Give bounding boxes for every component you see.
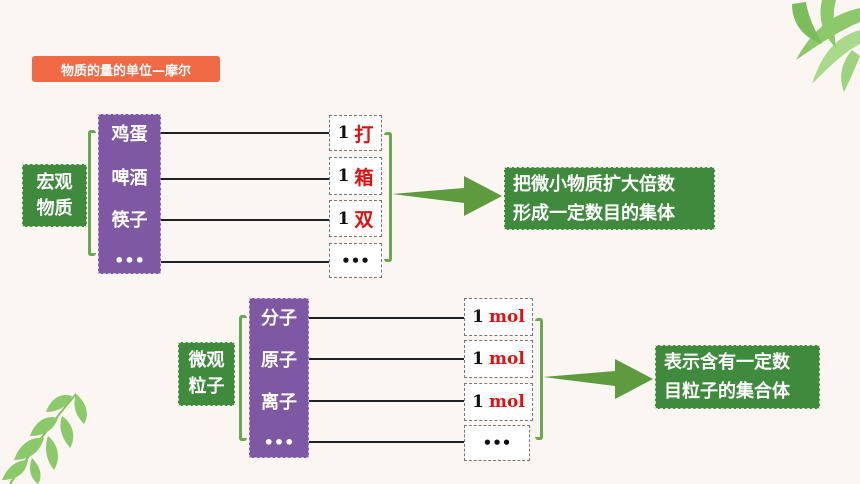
- macro-result-line: 形成一定数目的集体: [513, 203, 675, 224]
- macro-item: 筷子: [111, 210, 148, 231]
- micro-result-line: 表示含有一定数: [664, 352, 790, 373]
- micro-result-box: 表示含有一定数 目粒子的集合体: [655, 345, 820, 409]
- macro-arrow: [392, 176, 502, 216]
- macro-result-box: 把微小物质扩大倍数 形成一定数目的集体: [504, 167, 715, 230]
- macro-label-line: 宏观: [36, 171, 73, 193]
- macro-items-column: 鸡蛋 啤酒 筷子 •••: [98, 114, 161, 274]
- micro-right-bracket: [535, 318, 543, 440]
- micro-unit-box: •••: [464, 425, 530, 461]
- micro-arrow: [543, 359, 653, 399]
- micro-item: •••: [263, 433, 295, 452]
- micro-label-line: 微观: [188, 350, 225, 371]
- macro-item: 鸡蛋: [111, 124, 148, 145]
- micro-items-column: 分子 原子 离子 •••: [249, 298, 309, 458]
- micro-left-bracket: [239, 315, 247, 441]
- micro-item: 分子: [261, 308, 297, 329]
- micro-item: 离子: [261, 392, 297, 413]
- connector-line: [161, 178, 329, 180]
- macro-right-bracket: [384, 132, 392, 262]
- connector-line: [309, 358, 464, 360]
- connector-line: [161, 132, 329, 134]
- micro-label-box: 微观 粒子: [178, 342, 235, 406]
- macro-result-line: 把微小物质扩大倍数: [513, 174, 675, 195]
- micro-item: 原子: [261, 350, 297, 371]
- connector-line: [309, 441, 464, 443]
- macro-left-bracket: [88, 130, 96, 256]
- macro-item: 啤酒: [111, 168, 148, 189]
- micro-label-line: 粒子: [188, 376, 225, 397]
- connector-line: [309, 400, 464, 402]
- connector-line: [309, 317, 464, 319]
- micro-result-line: 目粒子的集合体: [664, 381, 790, 402]
- title-badge: 物质的量的单位—摩尔: [32, 56, 220, 82]
- connector-line: [161, 219, 329, 221]
- macro-label-line: 物质: [36, 197, 73, 219]
- macro-unit-box: •••: [329, 243, 382, 278]
- connector-line: [161, 261, 329, 263]
- macro-label-box: 宏观 物质: [22, 164, 87, 227]
- leaf-decoration-top-right: [792, 0, 860, 92]
- macro-item: •••: [114, 251, 145, 270]
- leaf-decoration-bottom-left: [2, 393, 87, 484]
